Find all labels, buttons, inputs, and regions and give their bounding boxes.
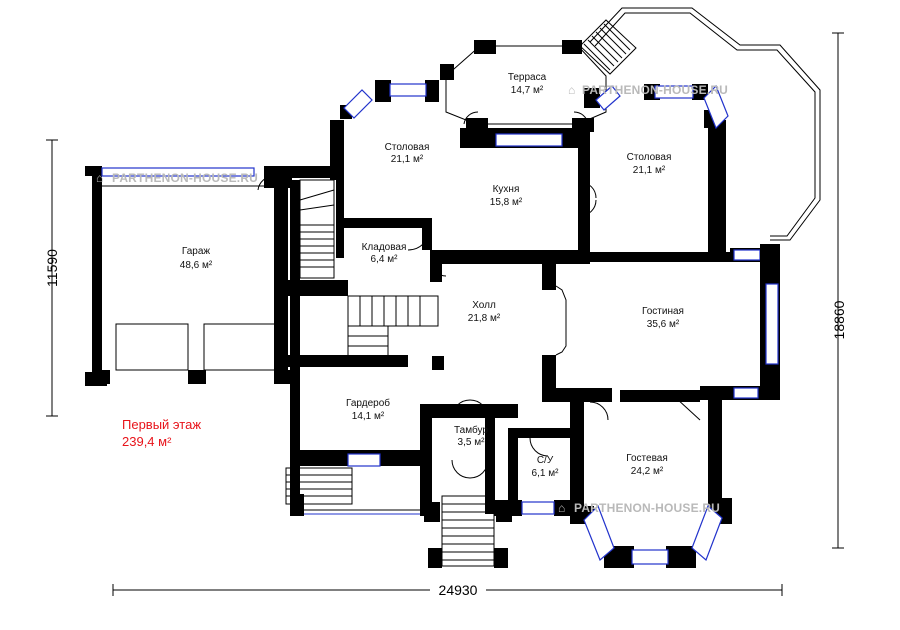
room-terrace: Терраса 14,7 м² [508, 72, 547, 96]
room-name: Гардероб [346, 397, 390, 409]
room-area: 15,8 м² [490, 197, 523, 208]
room-area: 48,6 м² [180, 260, 213, 271]
garage-walls [85, 166, 292, 386]
dimension-bottom: 24930 [112, 582, 783, 598]
room-living: Гостиная 35,6 м² [642, 306, 684, 330]
dimension-bottom-label: 24930 [439, 582, 478, 598]
floor-label-area: 239,4 м² [122, 434, 172, 449]
room-name: Терраса [508, 72, 547, 83]
room-guest: Гостевая 24,2 м² [626, 453, 668, 477]
dimension-left: 11590 [44, 139, 60, 417]
room-area: 14,7 м² [511, 85, 544, 96]
room-name: Столовая [627, 152, 672, 163]
doors [407, 111, 701, 479]
room-area: 6,1 м² [532, 468, 560, 479]
room-bathroom: С/У 6,1 м² [532, 455, 560, 479]
room-name: Холл [472, 300, 496, 311]
watermark-top: ⌂ PARTHENON-HOUSE.RU [568, 83, 728, 97]
room-name: Тамбур [454, 424, 488, 436]
room-name: Кухня [493, 184, 520, 195]
room-kitchen: Кухня 15,8 м² [490, 184, 523, 208]
floor-label-name: Первый этаж [122, 417, 201, 432]
room-area: 21,8 м² [468, 313, 501, 324]
main-walls [288, 19, 780, 568]
room-dining-right: Столовая 21,1 м² [627, 152, 672, 176]
room-area: 21,1 м² [633, 165, 666, 176]
dimension-right-label: 18860 [831, 300, 847, 339]
room-hall: Холл 21,8 м² [468, 300, 501, 324]
interior-stairs [285, 179, 512, 568]
room-name: Гараж [182, 246, 211, 257]
room-name: Столовая [385, 142, 430, 153]
watermark-parthenon-icon: ⌂ [568, 83, 575, 97]
room-garage: Гараж 48,6 м² [180, 246, 213, 271]
room-pantry: Кладовая 6,4 м² [362, 242, 407, 265]
watermark-text: PARTHENON-HOUSE.RU [574, 501, 720, 515]
dimension-left-label: 11590 [44, 249, 60, 287]
room-area: 3,5 м² [458, 437, 486, 448]
terrace-outline [589, 7, 821, 241]
watermark-text: PARTHENON-HOUSE.RU [112, 171, 258, 185]
room-name: Гостевая [626, 453, 668, 464]
watermark-text: PARTHENON-HOUSE.RU [582, 83, 728, 97]
room-dining-left: Столовая 21,1 м² [385, 142, 430, 165]
watermark-parthenon-icon: ⌂ [558, 501, 565, 515]
room-wardrobe: Гардероб 14,1 м² [346, 397, 390, 422]
watermark-left: ⌂ PARTHENON-HOUSE.RU [96, 171, 258, 185]
room-name: Гостиная [642, 306, 684, 317]
room-name: Кладовая [362, 242, 407, 253]
room-area: 21,1 м² [391, 154, 424, 165]
floor-label: Первый этаж 239,4 м² [122, 417, 201, 449]
watermark-bottom: ⌂ PARTHENON-HOUSE.RU [558, 501, 720, 515]
room-area: 14,1 м² [352, 411, 385, 422]
room-area: 24,2 м² [631, 466, 664, 477]
terrace-stair [579, 19, 637, 75]
room-name: С/У [537, 455, 554, 466]
room-area: 35,6 м² [647, 319, 680, 330]
room-vestibule: Тамбур 3,5 м² [454, 424, 488, 448]
watermark-parthenon-icon: ⌂ [96, 171, 103, 185]
dimension-right: 18860 [831, 32, 847, 549]
room-area: 6,4 м² [371, 254, 399, 265]
